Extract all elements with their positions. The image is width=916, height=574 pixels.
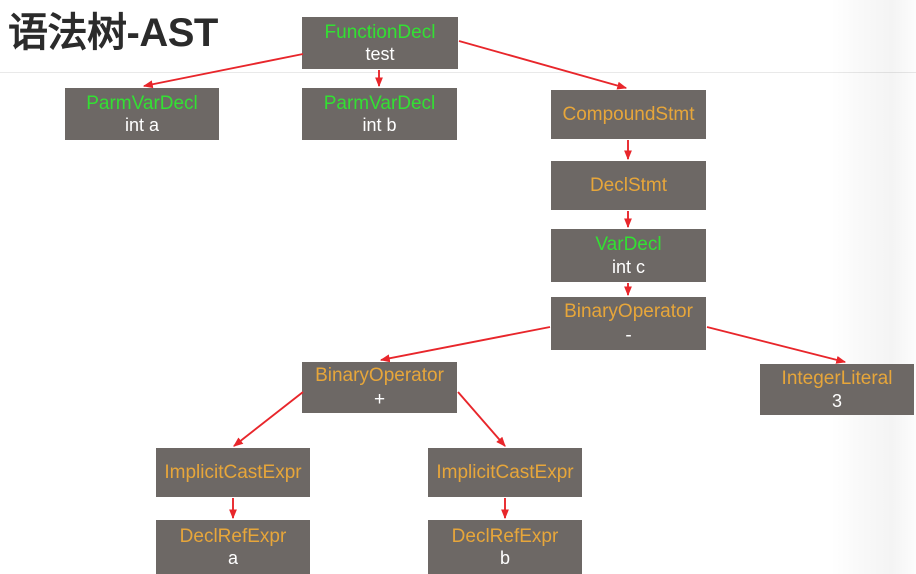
ast-node-kind: DeclRefExpr [451,525,559,547]
ast-node-detail: test [365,44,395,65]
ast-node-kind: FunctionDecl [324,21,436,43]
ast-node-binary-operator-add[interactable]: BinaryOperator + [302,362,457,413]
ast-node-detail: - [625,325,632,346]
ast-node-compound-stmt[interactable]: CompoundStmt [551,90,706,139]
ast-edge-function-decl-to-compound-stmt [458,40,628,90]
ast-node-kind: ImplicitCastExpr [436,461,574,483]
background-divider-line [0,72,916,73]
ast-node-detail: a [227,548,238,569]
ast-node-kind: DeclRefExpr [179,525,287,547]
ast-node-kind: BinaryOperator [564,300,693,322]
ast-edge-function-decl-to-parm-var-decl-a [142,53,304,89]
background-gradient-band [830,0,916,574]
ast-edge-binary-operator-sub-to-integer-literal-3 [706,326,847,364]
ast-edge-binary-operator-add-to-implicit-cast-expr-b [457,391,506,447]
ast-node-kind: CompoundStmt [562,103,695,125]
ast-edge-binary-operator-sub-to-binary-operator-add [379,326,551,363]
ast-node-detail: b [499,548,510,569]
ast-node-detail: int a [124,115,160,136]
page-title: 语法树-AST [8,11,218,55]
ast-node-kind: ParmVarDecl [86,92,198,114]
ast-node-detail: + [373,389,386,410]
ast-node-detail: int b [362,115,397,136]
ast-node-kind: ImplicitCastExpr [164,461,302,483]
ast-edges-group [142,40,847,520]
ast-node-implicit-cast-expr-a[interactable]: ImplicitCastExpr [156,448,310,497]
ast-node-binary-operator-sub[interactable]: BinaryOperator - [551,297,706,350]
ast-node-kind: BinaryOperator [315,364,444,386]
ast-node-implicit-cast-expr-b[interactable]: ImplicitCastExpr [428,448,582,497]
ast-node-kind: DeclStmt [589,174,668,196]
ast-node-kind: ParmVarDecl [323,92,436,114]
ast-node-kind: IntegerLiteral [781,368,893,390]
ast-edge-binary-operator-add-to-implicit-cast-expr-a [233,391,304,447]
ast-node-detail: 3 [831,390,842,411]
ast-node-decl-stmt[interactable]: DeclStmt [551,161,706,210]
ast-node-detail: int c [611,256,645,277]
ast-node-kind: VarDecl [595,234,662,256]
